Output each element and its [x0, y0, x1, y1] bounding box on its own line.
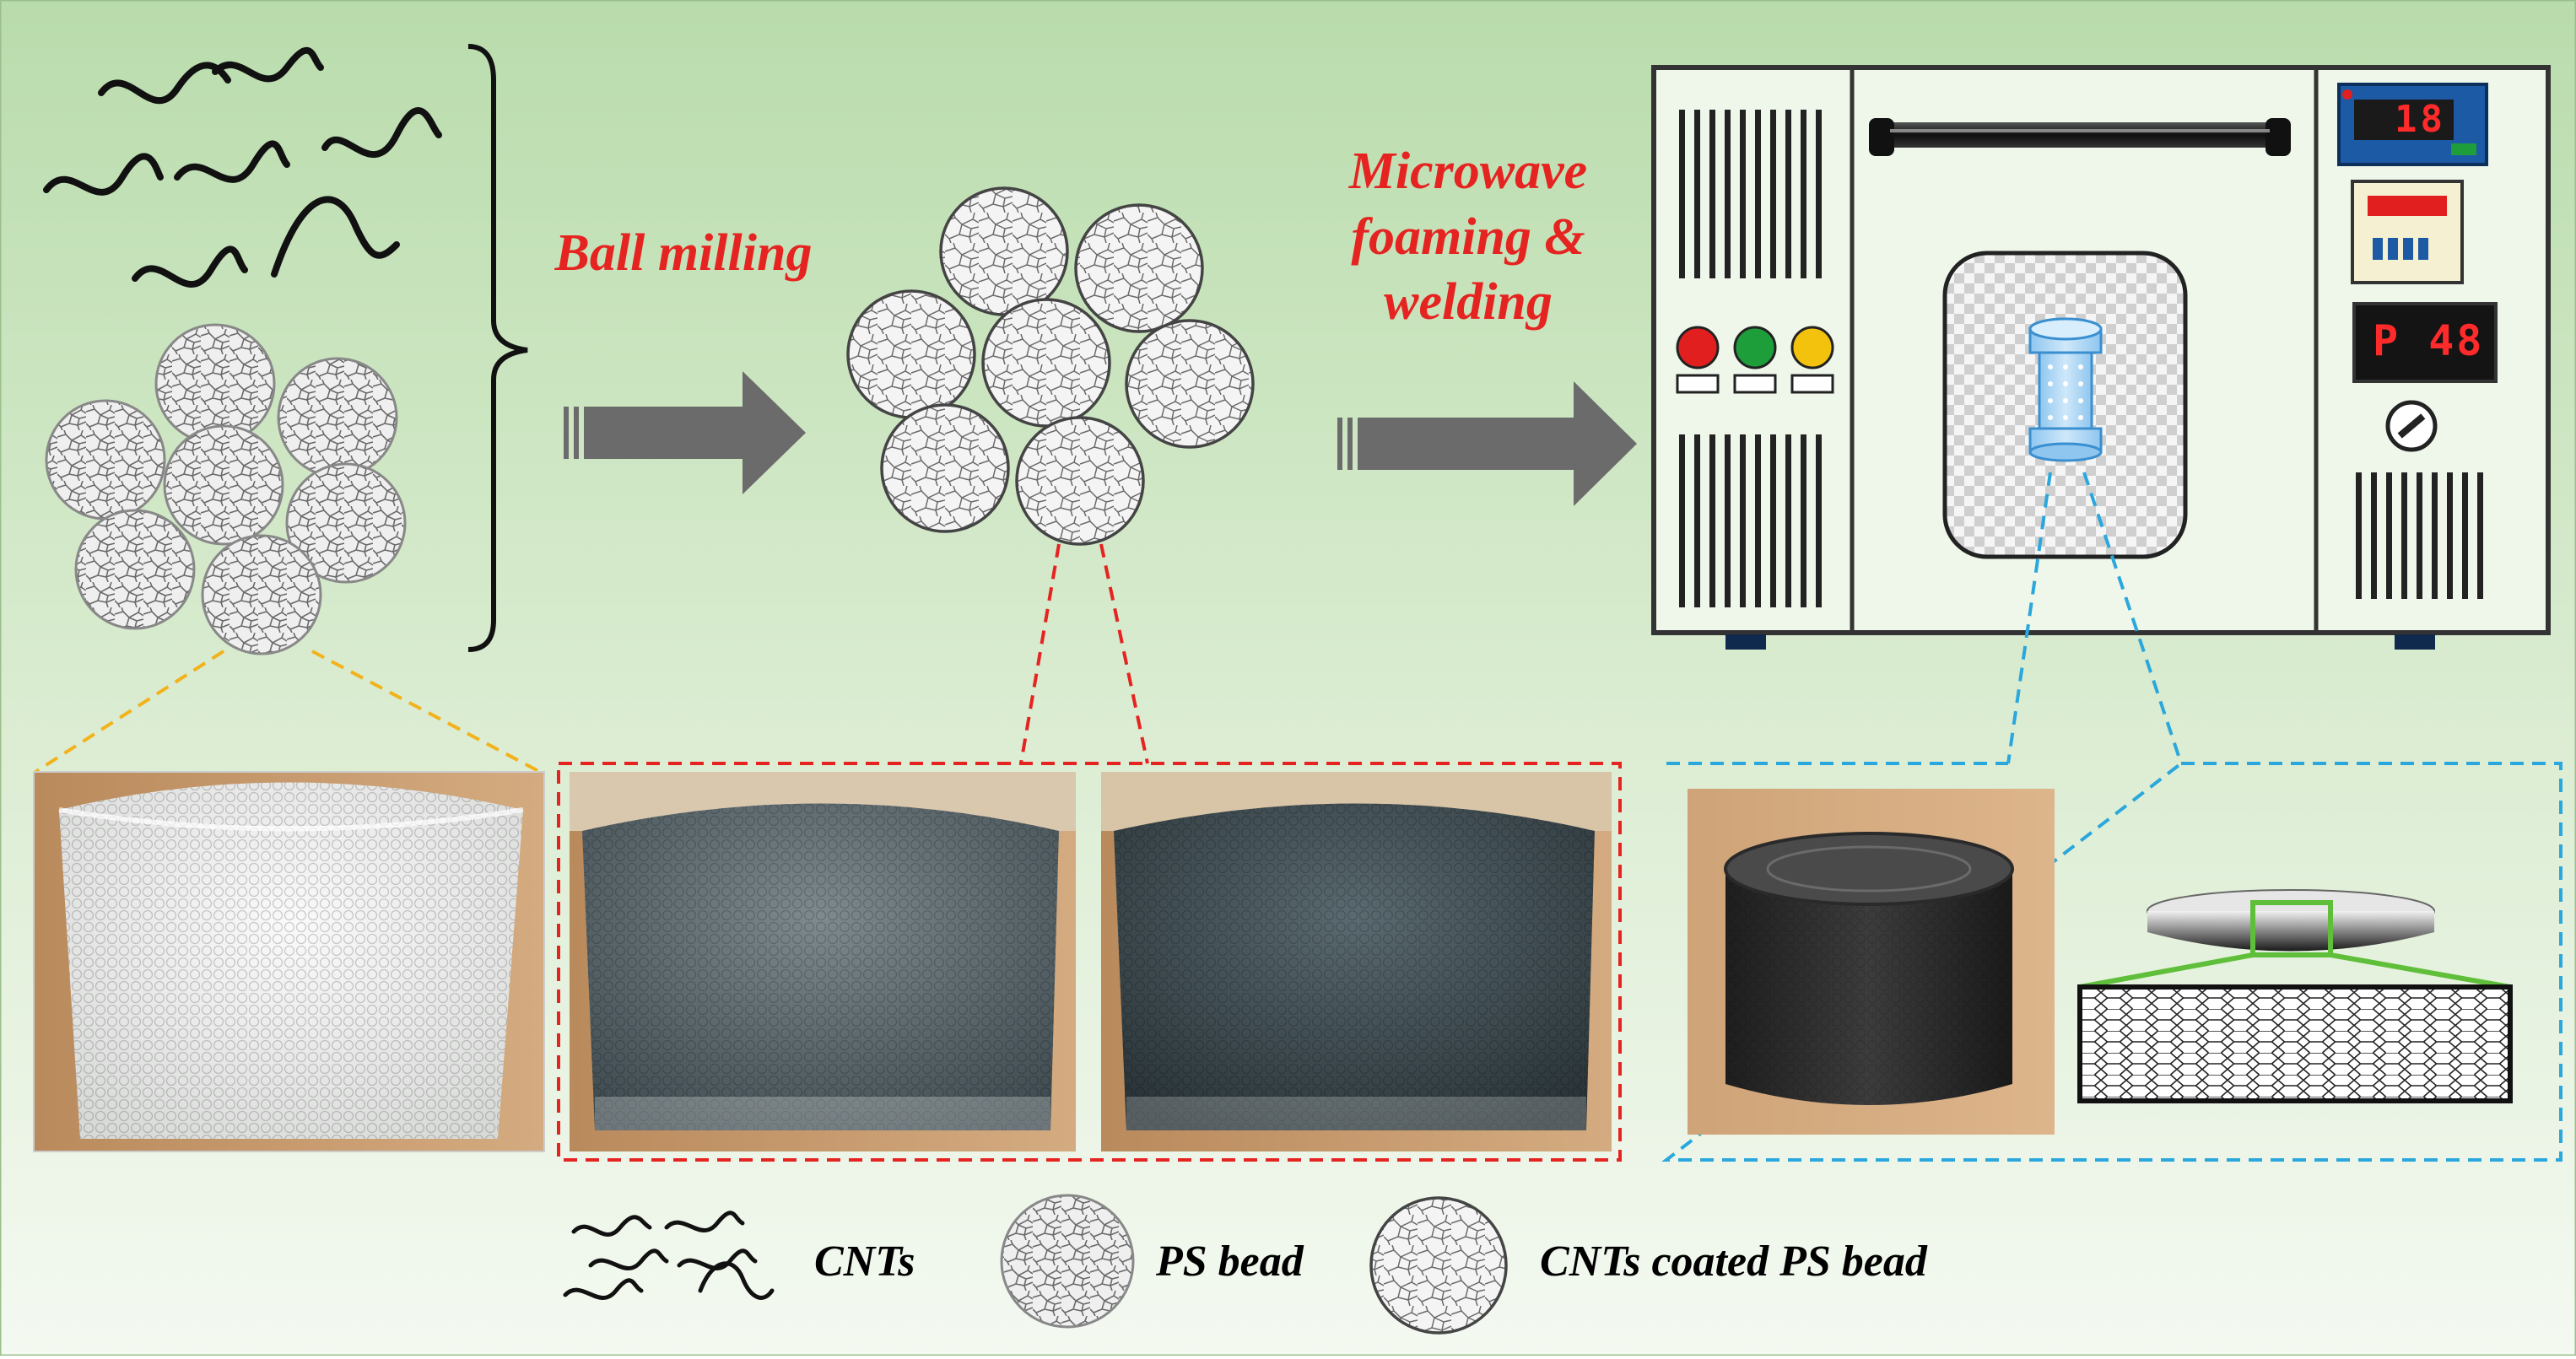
zoom-line-red-right: [1099, 543, 1149, 764]
power-readout: P 48: [2373, 316, 2485, 365]
ps-bead-group: [45, 323, 407, 655]
vent-right: [2356, 472, 2483, 599]
legend-ps-bead-label: PS bead: [1156, 1238, 1304, 1286]
legend-coated-bead-icon: [1369, 1196, 1508, 1335]
coated-bead-group: [846, 186, 1255, 546]
zoom-line-blue-right: [2082, 472, 2183, 764]
zoom-line-red-left: [1019, 543, 1061, 764]
legend-ps-bead-icon: [1000, 1194, 1135, 1329]
photo-foam-cylinder: [1688, 789, 2055, 1135]
indicator-lights: [1676, 326, 1834, 394]
door-handle: [1869, 118, 2291, 156]
step-microwave-label: Microwave foaming & welding: [1304, 139, 1633, 336]
step-microwave-line2: foaming &: [1351, 208, 1585, 266]
step-microwave-line3: welding: [1384, 273, 1553, 331]
temperature-readout: 18: [2395, 98, 2446, 141]
zoom-line-yellow-left: [34, 650, 225, 774]
legend-cnts-label: CNTs: [814, 1238, 915, 1286]
microwave-oven: [1651, 65, 2551, 650]
power-display: [2352, 302, 2498, 383]
vent-left-top: [1679, 110, 1822, 278]
legend-cnt-icon: [563, 1211, 775, 1300]
zoom-box-red: [557, 762, 1622, 1162]
photo-coated-beads-1: [570, 772, 1076, 1151]
photo-ps-beads: [33, 771, 545, 1152]
photo-coated-beads-2: [1101, 772, 1612, 1151]
zoom-line-blue-left: [2006, 472, 2052, 764]
legend-coated-bead-label: CNTs coated PS bead: [1540, 1238, 1927, 1286]
step-microwave-line1: Microwave: [1348, 143, 1588, 200]
foam-structure-schematic: [2077, 889, 2513, 1103]
arrow-microwave: [1337, 381, 1637, 506]
vent-left-bottom: [1679, 434, 1822, 607]
arrow-ball-milling: [564, 371, 806, 494]
grouping-brace: [467, 44, 528, 652]
honeycomb-cells: [2077, 984, 2513, 1103]
cnt-strands: [43, 46, 442, 288]
step-ball-milling-label: Ball milling: [554, 224, 813, 282]
mold-container: [2028, 317, 2103, 462]
zoom-square-green: [2250, 900, 2333, 957]
